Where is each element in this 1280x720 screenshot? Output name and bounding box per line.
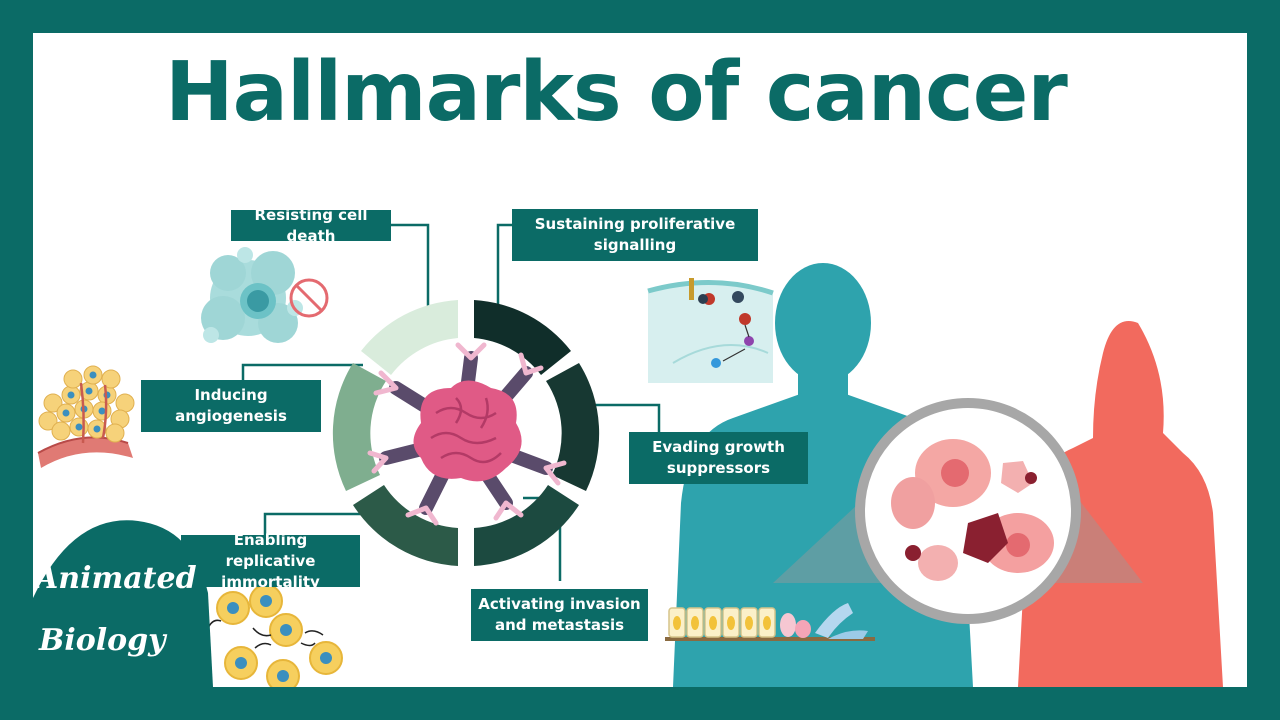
page-title: Hallmarks of cancer [165,45,1068,140]
logo-line-1: Animated [35,561,197,596]
hallmarks-diagram [33,223,1223,687]
label-inducing-angiogenesis: Inducing angiogenesis [141,380,321,432]
label-sustaining-proliferative-signalling: Sustaining proliferative signalling [512,209,758,261]
magnifier-tumor-icon [855,398,1081,624]
tumor-vessel-icon [37,365,135,468]
cancer-cell-icon [367,342,567,526]
logo-line-2: Biology [39,623,166,658]
female-silhouette-icon [1018,321,1223,687]
epithelium-invasion-icon [665,603,875,641]
label-resisting-cell-death: Resisting cell death [231,206,391,245]
label-enabling-replicative-immortality: Enabling replicative immortality [181,531,360,591]
label-evading-growth-suppressors: Evading growth suppressors [629,432,808,484]
apoptotic-cells-icon [201,247,303,343]
cell-membrane-signalling-icon [647,278,774,383]
content-panel: Hallmarks of cancer [33,33,1247,687]
label-activating-invasion-and-metastasis: Activating invasion and metastasis [471,589,648,641]
dividing-cells-icon [207,584,343,687]
logo-background [33,520,213,687]
hallmarks-ring [332,300,600,566]
no-entry-icon [289,278,329,318]
